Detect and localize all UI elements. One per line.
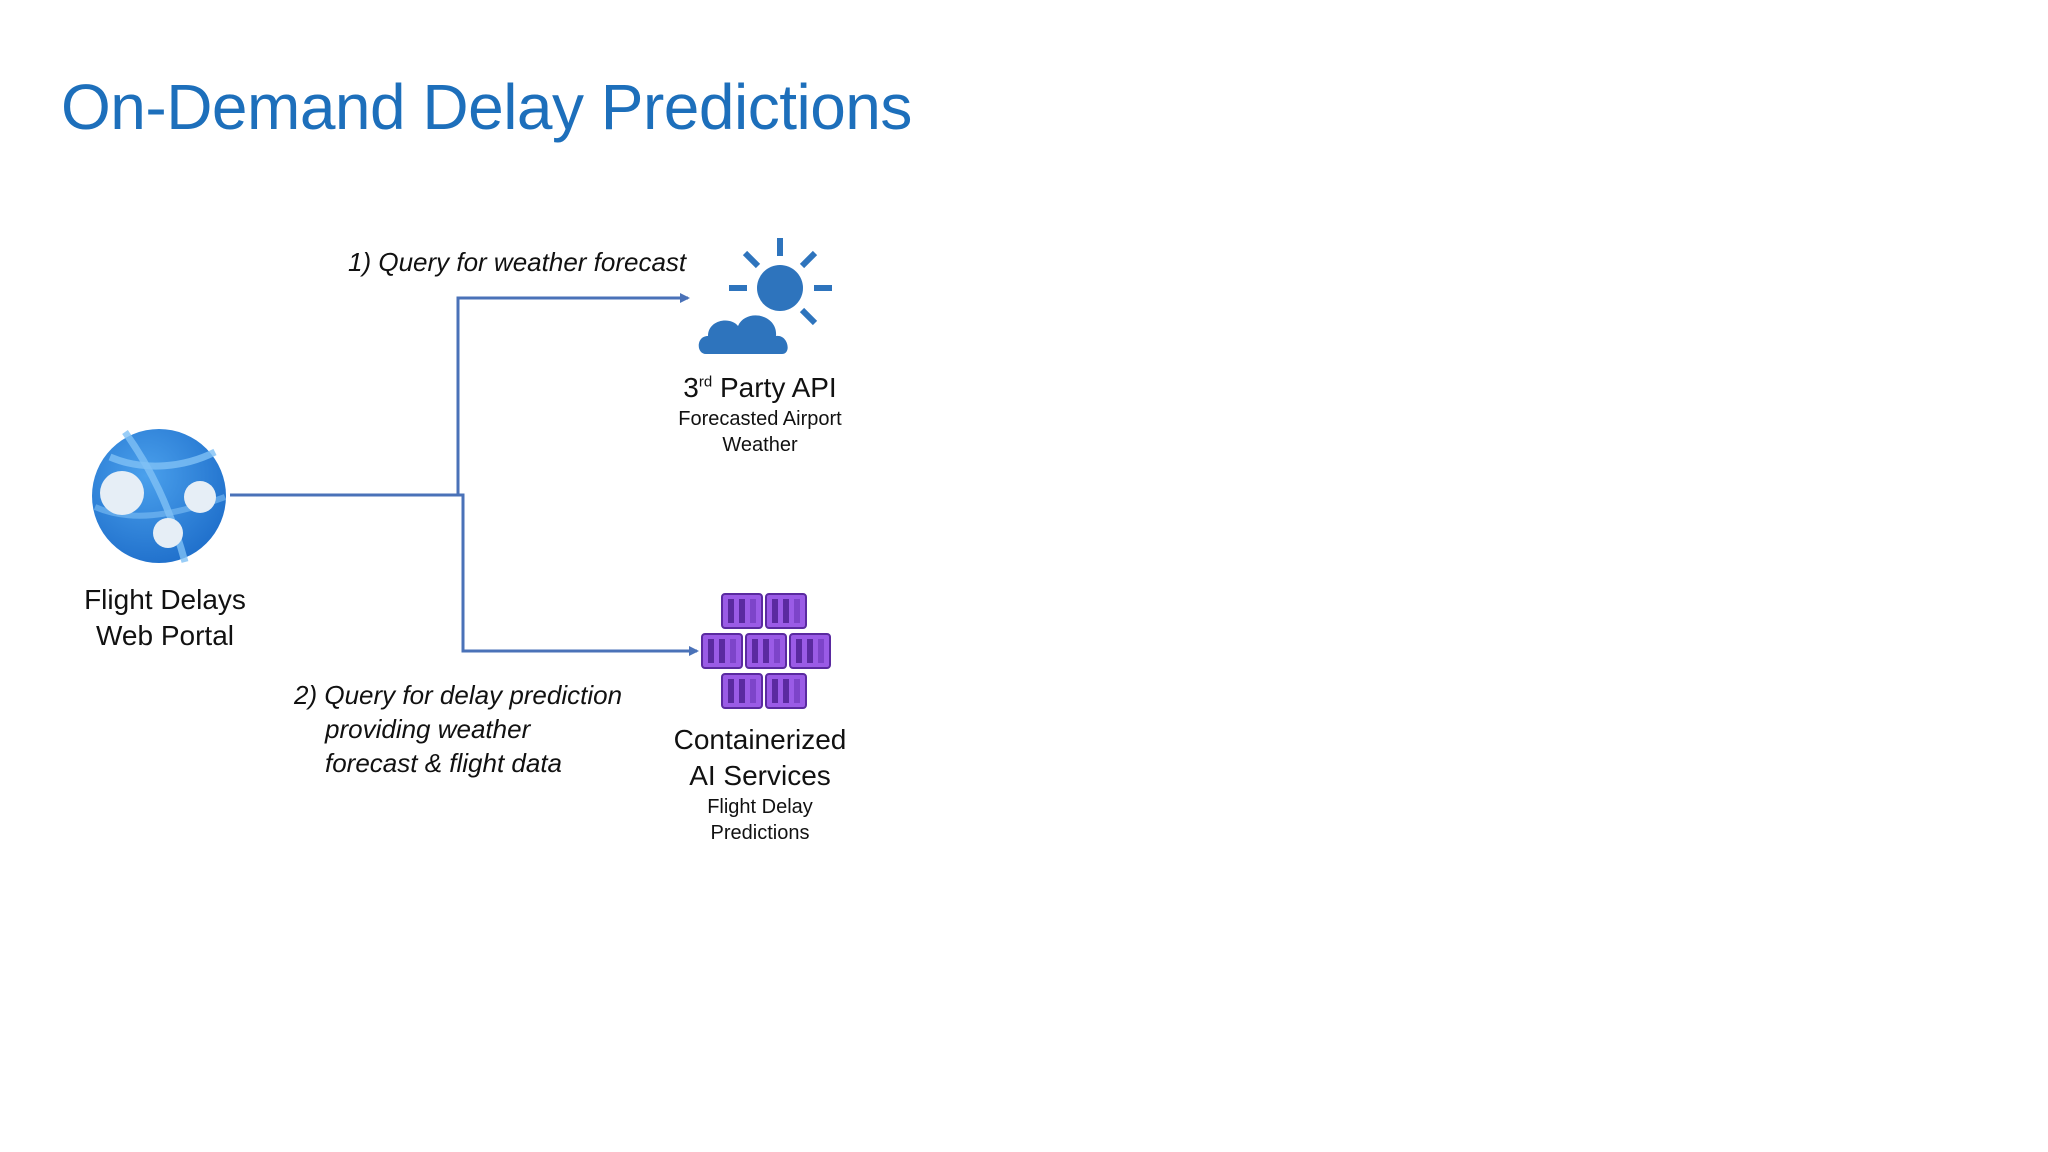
weather-sun-cloud-icon xyxy=(692,236,832,361)
delay-query-label-line3: forecast & flight data xyxy=(325,748,563,778)
ai-services-name-line1: Containerized xyxy=(673,724,847,755)
weather-api-sub-line1: Forecasted Airport xyxy=(678,408,842,430)
weather-api-name: 3rd Party API xyxy=(683,372,837,403)
slide-title: On-Demand Delay Predictions xyxy=(61,71,912,143)
weather-query-label: 1) Query for weather forecast xyxy=(348,247,687,277)
portal-name-line2: Web Portal xyxy=(96,620,234,651)
weather-query-arrow xyxy=(230,293,690,497)
ai-services-sub-line2: Predictions xyxy=(710,822,810,844)
delay-query-label-line2: providing weather xyxy=(325,714,531,744)
weather-api-label: 3rd Party API Forecasted Airport Weather xyxy=(640,370,880,458)
delay-query-arrow xyxy=(230,493,699,656)
portal-name-line1: Flight Delays xyxy=(84,584,246,615)
web-app-globe-icon xyxy=(90,427,228,565)
portal-label: Flight Delays Web Portal xyxy=(60,582,270,654)
delay-query-label-line1: 2) Query for delay prediction xyxy=(294,680,623,710)
ai-services-name-line2: AI Services xyxy=(689,760,831,791)
weather-api-sub-line2: Weather xyxy=(722,434,798,456)
ai-services-sub-line1: Flight Delay xyxy=(707,796,813,818)
kubernetes-containers-icon xyxy=(700,592,834,710)
ai-services-label: Containerized AI Services Flight Delay P… xyxy=(640,722,880,846)
